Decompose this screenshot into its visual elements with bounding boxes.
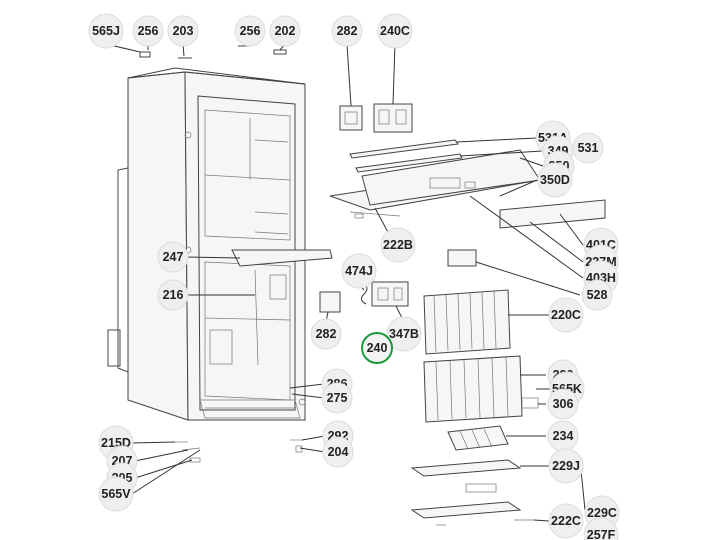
bottom-hardware (175, 439, 303, 463)
callout-circle (548, 503, 584, 539)
callout-222b: 222B (380, 227, 416, 263)
callout-label: 256 (240, 24, 261, 38)
callout-240: 240 (361, 332, 393, 364)
ice-tray (447, 425, 509, 451)
callout-204: 204 (322, 436, 354, 468)
callout-256: 256 (234, 15, 266, 47)
callout-565j: 565J (88, 13, 124, 49)
callout-label: 528 (587, 288, 608, 302)
callout-label: 240C (380, 24, 410, 38)
callout-label: 474J (345, 264, 373, 278)
callout-216: 216 (157, 279, 189, 311)
callout-528: 528 (581, 279, 613, 311)
divider-shelf (231, 249, 333, 267)
highlighted-callout-circle (361, 332, 393, 364)
callout-label: 204 (328, 445, 349, 459)
callout-label: 565V (101, 487, 131, 501)
callout-circle (98, 476, 134, 512)
callout-circle (377, 13, 413, 49)
callout-label: 256 (138, 24, 159, 38)
callout-label: 222C (551, 514, 581, 528)
callout-203: 203 (167, 15, 199, 47)
callout-label: 216 (163, 288, 184, 302)
callout-label: 565J (92, 24, 120, 38)
callout-label: 220C (551, 308, 581, 322)
fridge-cabinet (107, 67, 306, 421)
callout-circle (310, 318, 342, 350)
callout-label: 531 (578, 141, 599, 155)
callout-label: 247 (163, 250, 184, 264)
callout-circle (380, 227, 416, 263)
callout-label: 347B (389, 327, 419, 341)
callout-circle (341, 253, 377, 289)
callout-234: 234 (547, 420, 579, 452)
callout-label: 275 (327, 391, 348, 405)
callout-222c: 222C (548, 503, 584, 539)
callout-256: 256 (132, 15, 164, 47)
callout-label: 229C (587, 506, 617, 520)
callout-350d: 350D (537, 162, 573, 198)
callout-label: 234 (553, 429, 574, 443)
callout-label: 350D (540, 173, 570, 187)
callout-circle (386, 316, 422, 352)
door-panels (423, 289, 539, 423)
callout-247: 247 (157, 241, 189, 273)
callout-circle (321, 382, 353, 414)
callout-229j: 229J (548, 448, 584, 484)
callout-257f: 257F (583, 517, 619, 540)
callout-220c: 220C (548, 297, 584, 333)
callout-label: 282 (337, 24, 358, 38)
callout-label: 257F (587, 528, 616, 540)
callout-label: 202 (275, 24, 296, 38)
callout-label: 240 (367, 341, 388, 355)
callout-label: 222B (383, 238, 413, 252)
callout-circle (581, 279, 613, 311)
callout-474j: 474J (341, 253, 377, 289)
callout-circle (537, 162, 573, 198)
callout-circle (322, 436, 354, 468)
callout-circle (547, 388, 579, 420)
callout-circle (331, 15, 363, 47)
rear-plate (499, 199, 606, 229)
callout-202: 202 (269, 15, 301, 47)
callout-label: 229J (552, 459, 580, 473)
callout-circle (88, 13, 124, 49)
callout-531: 531 (572, 132, 604, 164)
callout-347b: 347B (386, 316, 422, 352)
top-trim-strips (349, 139, 463, 173)
callout-label: 306 (553, 397, 574, 411)
callout-565v: 565V (98, 476, 134, 512)
control-unit-top (373, 103, 413, 133)
callout-282: 282 (310, 318, 342, 350)
callout-275: 275 (321, 382, 353, 414)
leader-lines (105, 43, 586, 522)
callout-circle (167, 15, 199, 47)
callout-240c: 240C (377, 13, 413, 49)
callout-circle (157, 241, 189, 273)
callout-layer: 565J256203256202282240C531A531349350350D… (88, 13, 620, 540)
callout-label: 203 (173, 24, 194, 38)
callout-circle (157, 279, 189, 311)
callout-282: 282 (331, 15, 363, 47)
callout-label: 282 (316, 327, 337, 341)
rating-label (447, 249, 477, 267)
thermostat-box-top (339, 105, 363, 131)
shelf-229c (410, 501, 522, 519)
top-hardware (139, 45, 287, 59)
callout-circle (583, 517, 619, 540)
callout-circle (234, 15, 266, 47)
callout-circle (132, 15, 164, 47)
callout-306: 306 (547, 388, 579, 420)
callout-circle (269, 15, 301, 47)
shelf-229j (410, 459, 522, 477)
callout-circle (548, 297, 584, 333)
callout-circle (548, 448, 584, 484)
